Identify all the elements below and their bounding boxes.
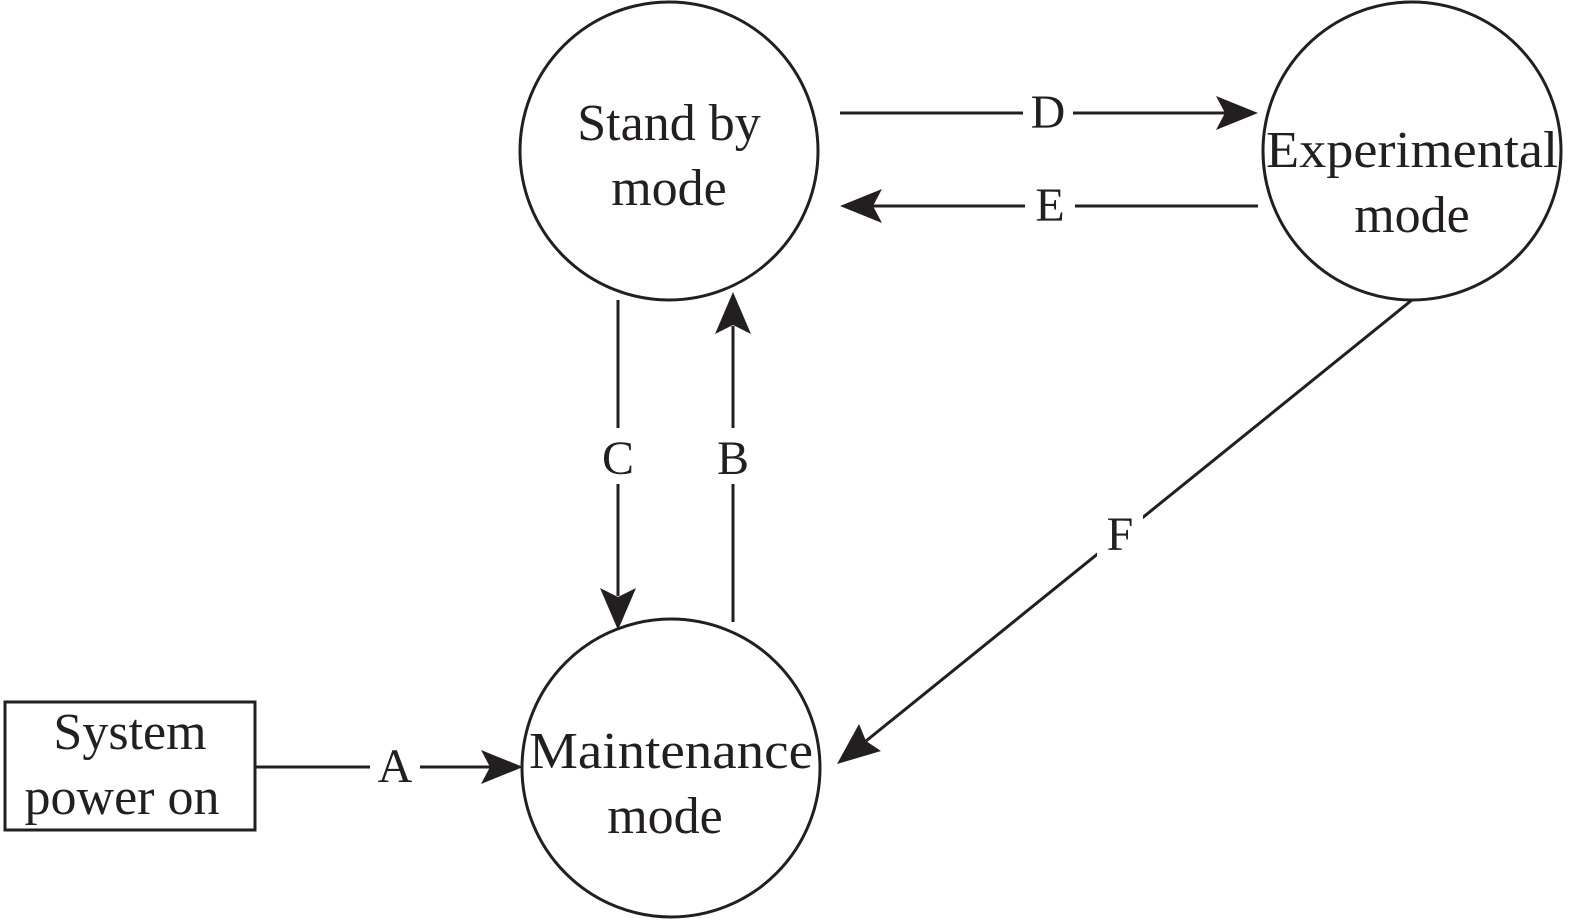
node-maintenance-label-line2: mode: [607, 788, 723, 845]
arrowhead-c: [600, 588, 636, 630]
arrowhead-b: [715, 292, 751, 334]
node-experimental-label-line1: Experimental: [1266, 122, 1558, 179]
node-system-power-on: System power on: [3, 700, 257, 832]
node-maintenance-mode: Maintenance mode: [520, 617, 822, 919]
arrowhead-f: [837, 724, 881, 764]
node-standby-mode: Stand by mode: [518, 0, 820, 302]
edge-label-e: E: [1035, 179, 1064, 232]
node-standby-label-line2: mode: [611, 160, 727, 217]
node-power-label-line1: System: [53, 704, 206, 761]
node-power-label-line2: power on: [25, 769, 220, 826]
arrowhead-d: [1216, 96, 1258, 130]
edge-d: D: [840, 86, 1258, 139]
edge-c: C: [593, 300, 643, 630]
node-experimental-label-line2: mode: [1354, 187, 1470, 244]
edge-b: B: [708, 292, 758, 622]
edge-label-a: A: [378, 740, 413, 793]
node-experimental-mode: Experimental mode: [1261, 0, 1563, 302]
edge-a: A: [255, 740, 523, 793]
node-standby-label-line1: Stand by: [577, 95, 760, 152]
edge-label-b: B: [717, 432, 749, 485]
edge-label-d: D: [1031, 86, 1066, 139]
arrowhead-e: [840, 189, 882, 223]
node-maintenance-label-line1: Maintenance: [529, 723, 813, 780]
edge-e: E: [840, 179, 1258, 232]
edge-label-f: F: [1107, 508, 1134, 561]
arrowhead-a: [481, 750, 523, 784]
edge-label-c: C: [602, 432, 634, 485]
edge-f: F: [837, 298, 1413, 764]
